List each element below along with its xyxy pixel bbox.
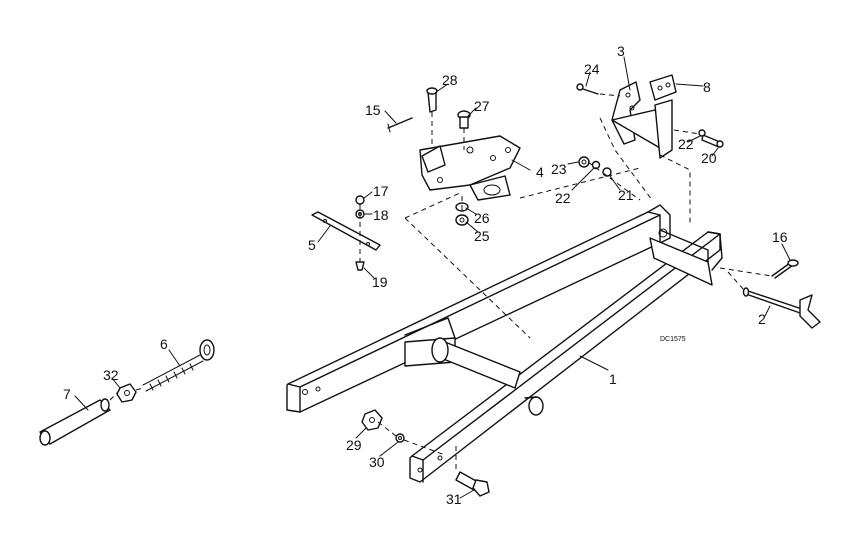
part-1-main-frame [286,204,723,483]
callout-6: 6 [160,336,168,352]
part-5-strap [311,211,381,251]
assembly-lines [109,93,773,472]
callout-5: 5 [308,237,316,253]
part-31-bolt [455,471,490,497]
callout-21: 21 [618,187,634,203]
callout-7: 7 [63,386,71,402]
callout-27: 27 [474,98,490,114]
part-25-nut [455,214,469,226]
part-24-bolt [576,83,599,95]
callout-29: 29 [346,437,362,453]
callout-labels: 1 2 3 4 5 6 7 8 15 16 17 18 19 20 21 22 … [63,43,788,507]
part-17-nut [355,195,365,205]
callout-8: 8 [703,79,711,95]
callout-22b: 22 [555,190,571,206]
part-6-eye-bolt [142,339,215,392]
callout-26: 26 [474,210,490,226]
callout-24: 24 [584,61,600,77]
part-27-bolt [457,110,471,129]
callout-20: 20 [701,150,717,166]
part-3-bracket [611,81,671,149]
callout-19: 19 [372,274,388,290]
callout-18: 18 [373,207,389,223]
callout-28: 28 [442,72,458,88]
part-19-bolt [355,261,365,271]
callout-22a: 22 [678,136,694,152]
callout-15: 15 [365,102,381,118]
part-20-bolt [701,134,724,148]
part-15-pin [387,117,413,133]
part-23-washer [578,156,590,168]
part-32-nut [116,383,137,403]
callout-30: 30 [369,454,385,470]
leader-lines [74,56,791,499]
part-2-handle-pin [742,287,821,329]
callout-25: 25 [474,228,490,244]
part-29-nut [361,409,383,431]
diagram-code: DC1575 [660,336,686,343]
callout-23: 23 [551,161,567,177]
callout-1: 1 [609,371,617,387]
callout-17: 17 [373,183,389,199]
part-21-nut [602,167,612,177]
callout-3: 3 [617,43,625,59]
part-8-bracket [649,74,677,159]
part-22-washer-rear [698,129,706,137]
callout-31: 31 [446,491,462,507]
callout-16: 16 [772,229,788,245]
callout-2: 2 [758,311,766,327]
callout-4: 4 [536,164,544,180]
part-28-pin [426,87,438,113]
part-4-plate [419,135,521,201]
callout-32: 32 [103,367,119,383]
part-16-cotter-pin [771,259,799,279]
part-30-washer [395,433,405,443]
part-7-tube [39,398,111,446]
part-22-lockwasher [591,160,601,170]
